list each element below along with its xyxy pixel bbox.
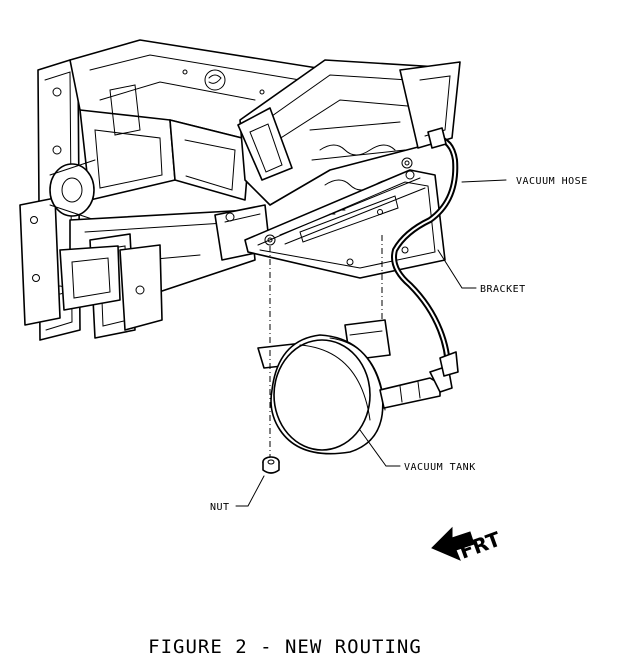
figure-caption: FIGURE 2 - NEW ROUTING — [148, 636, 422, 658]
front-arrow-icon — [431, 526, 475, 561]
vacuum-hose-label: VACUUM HOSE — [516, 176, 588, 187]
vacuum-tank-label: VACUUM TANK — [404, 462, 476, 473]
intake-duct — [237, 59, 461, 206]
front-label: FRT — [456, 527, 504, 564]
mounting-nut — [262, 456, 280, 474]
vacuum-hose — [391, 127, 459, 377]
front-direction-indicator: FRT — [431, 526, 504, 564]
mounting-stud — [269, 235, 383, 470]
bracket-label: BRACKET — [480, 284, 526, 295]
vacuum-tank — [257, 319, 453, 455]
frame-structure — [19, 39, 346, 341]
leader-lines — [235, 179, 507, 507]
nut-label: NUT — [210, 502, 230, 513]
